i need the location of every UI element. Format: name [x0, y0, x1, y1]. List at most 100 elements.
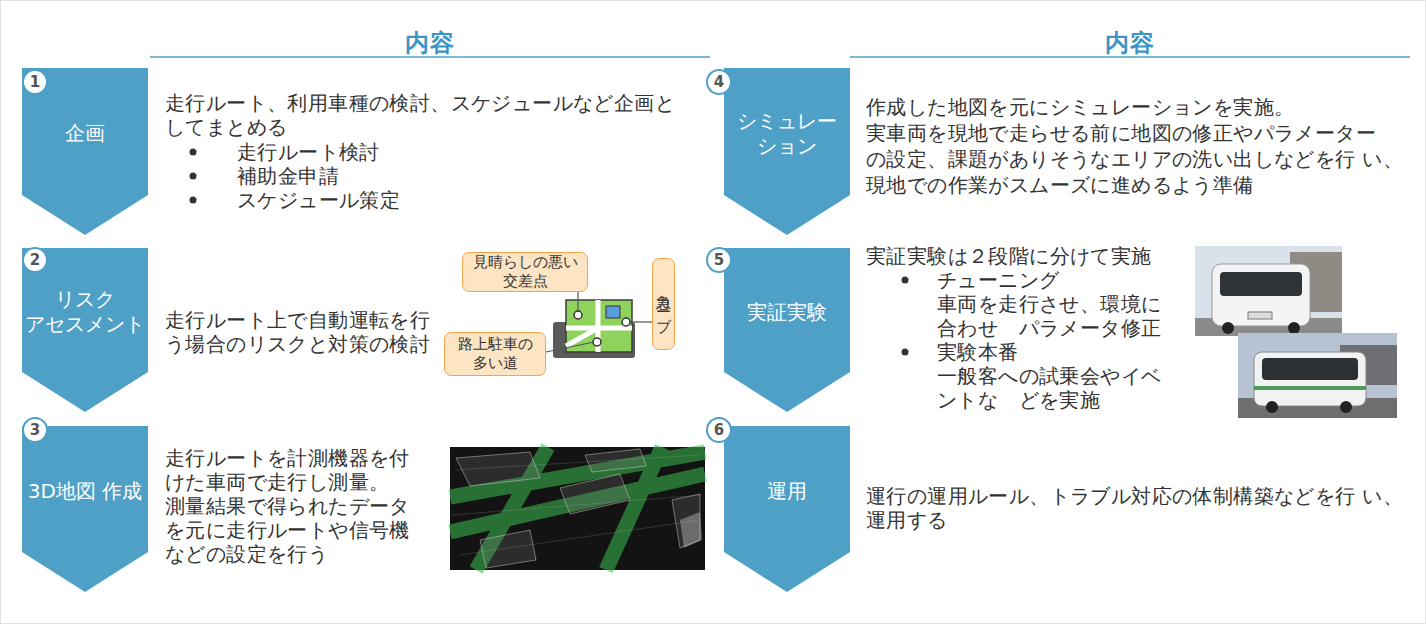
photo-sky — [1195, 246, 1342, 336]
step-number: 1 — [30, 75, 40, 90]
step-title: 実証実験 — [747, 300, 827, 325]
bus-plate — [1248, 312, 1272, 319]
bullet-dot — [902, 277, 909, 284]
text-stack: 3 — [30, 423, 40, 438]
chevron-outline — [22, 426, 148, 592]
cloud-marker — [680, 512, 702, 548]
callout-text: 見晴らしの悪い 交差点 — [463, 253, 587, 291]
chevron-shape — [22, 426, 148, 592]
text-stack: 6 — [714, 423, 724, 438]
bullet-dot — [190, 149, 197, 156]
step-number: 2 — [30, 253, 40, 268]
chevron-label-area: 3D地図 作成 — [22, 426, 148, 556]
column-header: 内容 — [150, 28, 710, 58]
step-title: 運用 — [767, 479, 807, 504]
step-description: 作成した地図を元にシミュレーションを実施。 実車両を現地で走らせる前に地図の修正… — [866, 94, 1406, 198]
callout-number: 2 — [22, 247, 48, 273]
map-pin — [593, 338, 601, 346]
bullet-dot — [902, 349, 909, 356]
text-stack: 見晴らしの悪い 交差点 — [463, 253, 587, 291]
column-header: 内容 — [850, 28, 1410, 58]
chevron-outline — [22, 68, 148, 235]
risk-callout: 路上駐車の 多い道 — [444, 332, 546, 376]
callout-number: 6 — [706, 417, 732, 443]
bus-body — [1212, 264, 1310, 326]
chevron-shape — [724, 426, 850, 592]
risk-callout: 急カーブ — [652, 258, 675, 350]
chevron-label-area: 運用 — [724, 426, 850, 556]
text-stack: 3D地図 作成 — [28, 479, 142, 504]
step-chevron: リスク アセスメント — [22, 248, 148, 412]
step-description: 走行ルート、利用車種の検討、スケジュールなど企画と してまとめる — [165, 91, 705, 139]
step-number: 3 — [30, 423, 40, 438]
bullet-dot — [190, 173, 197, 180]
callout-text: 急カーブ — [654, 283, 673, 325]
bus-wheel — [1340, 401, 1352, 413]
bus-photo — [1238, 333, 1397, 418]
step-title: シミュレー ション — [724, 109, 850, 159]
step-description: 走行ルート上で自動運転を行 う場合のリスクと対策の検討 — [165, 308, 445, 356]
bullet-text: 走行ルート検討 — [237, 140, 477, 164]
chevron-label-area: 実証実験 — [724, 248, 850, 376]
step-title: 3D地図 作成 — [28, 479, 142, 504]
step-number: 6 — [714, 423, 724, 438]
callout-number: 1 — [22, 69, 48, 95]
map-icon — [546, 292, 652, 358]
map-pin — [622, 318, 630, 326]
chevron-outline — [22, 248, 148, 412]
bullet-text: 補助金申請 — [237, 164, 477, 188]
chevron-outline — [724, 426, 850, 592]
map-pin — [574, 311, 582, 319]
chevron-outline — [724, 68, 850, 235]
text-stack: 急カーブ — [654, 283, 673, 325]
map-road — [566, 300, 632, 352]
text-stack: 運用 — [767, 479, 807, 504]
step-title: リスク アセスメント — [22, 287, 148, 337]
point-cloud-image — [450, 447, 705, 570]
step-chevron: 運用 — [724, 426, 850, 592]
risk-callout: 見晴らしの悪い 交差点 — [462, 252, 588, 292]
text-stack: 2 — [30, 253, 40, 268]
step-number: 5 — [714, 253, 724, 268]
callout-text: 路上駐車の 多い道 — [445, 335, 545, 373]
bus-window — [1220, 272, 1302, 296]
chevron-shape — [724, 248, 850, 412]
chevron-outline — [724, 248, 850, 412]
text-stack: 4 — [714, 75, 724, 90]
bullet-text: 実験本番 — [937, 340, 1177, 364]
text-stack: 1 — [30, 75, 40, 90]
bullet-text: チューニング — [937, 268, 1177, 292]
leader-line — [546, 342, 594, 352]
map-sheet — [566, 300, 632, 352]
bus-stripe — [1254, 386, 1366, 390]
text-stack: リスク アセスメント — [22, 287, 148, 337]
step-description: 運行の運用ルール、トラブル対応の体制構築などを行 い、運用する — [866, 484, 1406, 532]
step-title: 企画 — [65, 121, 105, 146]
map-building — [606, 306, 620, 318]
text-stack: 企画 — [65, 121, 105, 146]
leader-line — [629, 321, 652, 322]
step-chevron: 3D地図 作成 — [22, 426, 148, 592]
bullet-text: 車両を走行させ、環境に 合わせ パラメータ修正 — [937, 292, 1177, 340]
cloud-scan — [452, 455, 702, 555]
step-description: 走行ルートを計測機器を付 けた車両で走行し測量。 測量結果で得られたデータ を元… — [165, 446, 427, 566]
step-description: 実証実験は２段階に分けて実施 — [866, 244, 1186, 268]
cloud-road — [450, 447, 705, 570]
callout-number: 4 — [706, 69, 732, 95]
callout-number: 5 — [706, 247, 732, 273]
bullet-dot — [190, 197, 197, 204]
step-chevron: シミュレー ション — [724, 68, 850, 235]
bus-window — [1262, 358, 1358, 380]
bus-wheel — [1288, 322, 1300, 334]
photo-sky — [1238, 333, 1397, 418]
text-stack: 路上駐車の 多い道 — [445, 335, 545, 373]
callout-number: 3 — [22, 417, 48, 443]
bullet-text: スケジュール策定 — [237, 188, 477, 212]
leader-line — [577, 292, 578, 312]
text-stack: 5 — [714, 253, 724, 268]
bus-photo — [1195, 246, 1342, 336]
step-number: 4 — [714, 75, 724, 90]
bullet-text: 一般客への試乗会やイベ ントな どを実施 — [937, 364, 1177, 412]
